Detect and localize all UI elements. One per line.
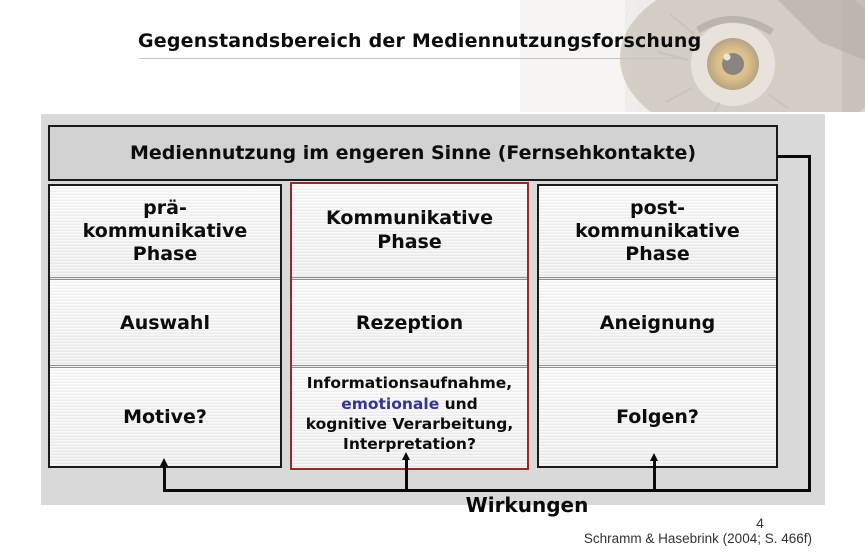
feedback-arrow-left: [160, 458, 169, 491]
column-post-kommunikative: post-kommunikative Phase Aneignung Folge…: [537, 184, 778, 468]
feedback-bracket-right: [808, 155, 811, 492]
cell-question-verarbeitung: Informationsaufnahme, emotionale und kog…: [292, 365, 527, 468]
cell-phase-kommunikative: Kommunikative Phase: [292, 184, 527, 277]
arrow-shaft: [405, 458, 408, 491]
question-line-2: emotionale und: [341, 394, 478, 414]
column-prae-kommunikative: prä-kommunikative Phase Auswahl Motive?: [48, 184, 282, 468]
question-line-1: Informationsaufnahme,: [306, 374, 513, 393]
arrow-shaft: [163, 464, 166, 491]
feedback-arrow-right: [650, 453, 659, 491]
column-kommunikative-highlighted: Kommunikative Phase Rezeption Informatio…: [290, 182, 529, 470]
page-title: Gegenstandsbereich der Mediennutzungsfor…: [138, 30, 702, 52]
question-line-4: Interpretation?: [343, 435, 476, 454]
cell-action-aneignung: Aneignung: [539, 277, 776, 365]
cell-phase-prae: prä-kommunikative Phase: [50, 186, 280, 277]
question-line-2-rest: und: [439, 394, 478, 413]
cell-action-auswahl: Auswahl: [50, 277, 280, 365]
cell-action-rezeption: Rezeption: [292, 277, 527, 365]
page-number: 4: [756, 515, 764, 531]
emphasized-word: emotionale: [341, 394, 440, 413]
feedback-label: Wirkungen: [465, 493, 589, 517]
feedback-bracket-top: [778, 155, 811, 158]
feedback-arrow-middle: [402, 452, 411, 491]
cell-question-folgen: Folgen?: [539, 365, 776, 466]
cell-question-motive: Motive?: [50, 365, 280, 466]
feedback-bracket-bottom: [163, 489, 811, 492]
arrow-head-icon: [650, 453, 658, 461]
citation: Schramm & Hasebrink (2004; S. 466f): [583, 531, 812, 546]
cell-phase-post: post-kommunikative Phase: [539, 186, 776, 277]
arrow-head-icon: [402, 452, 410, 460]
title-underline: [139, 58, 688, 59]
arrow-head-icon: [160, 458, 168, 466]
owl-photo: [520, 0, 865, 143]
diagram-header-box: Mediennutzung im engeren Sinne (Fernsehk…: [48, 125, 778, 181]
arrow-shaft: [653, 459, 656, 491]
question-line-3: kognitive Verarbeitung,: [305, 415, 514, 433]
